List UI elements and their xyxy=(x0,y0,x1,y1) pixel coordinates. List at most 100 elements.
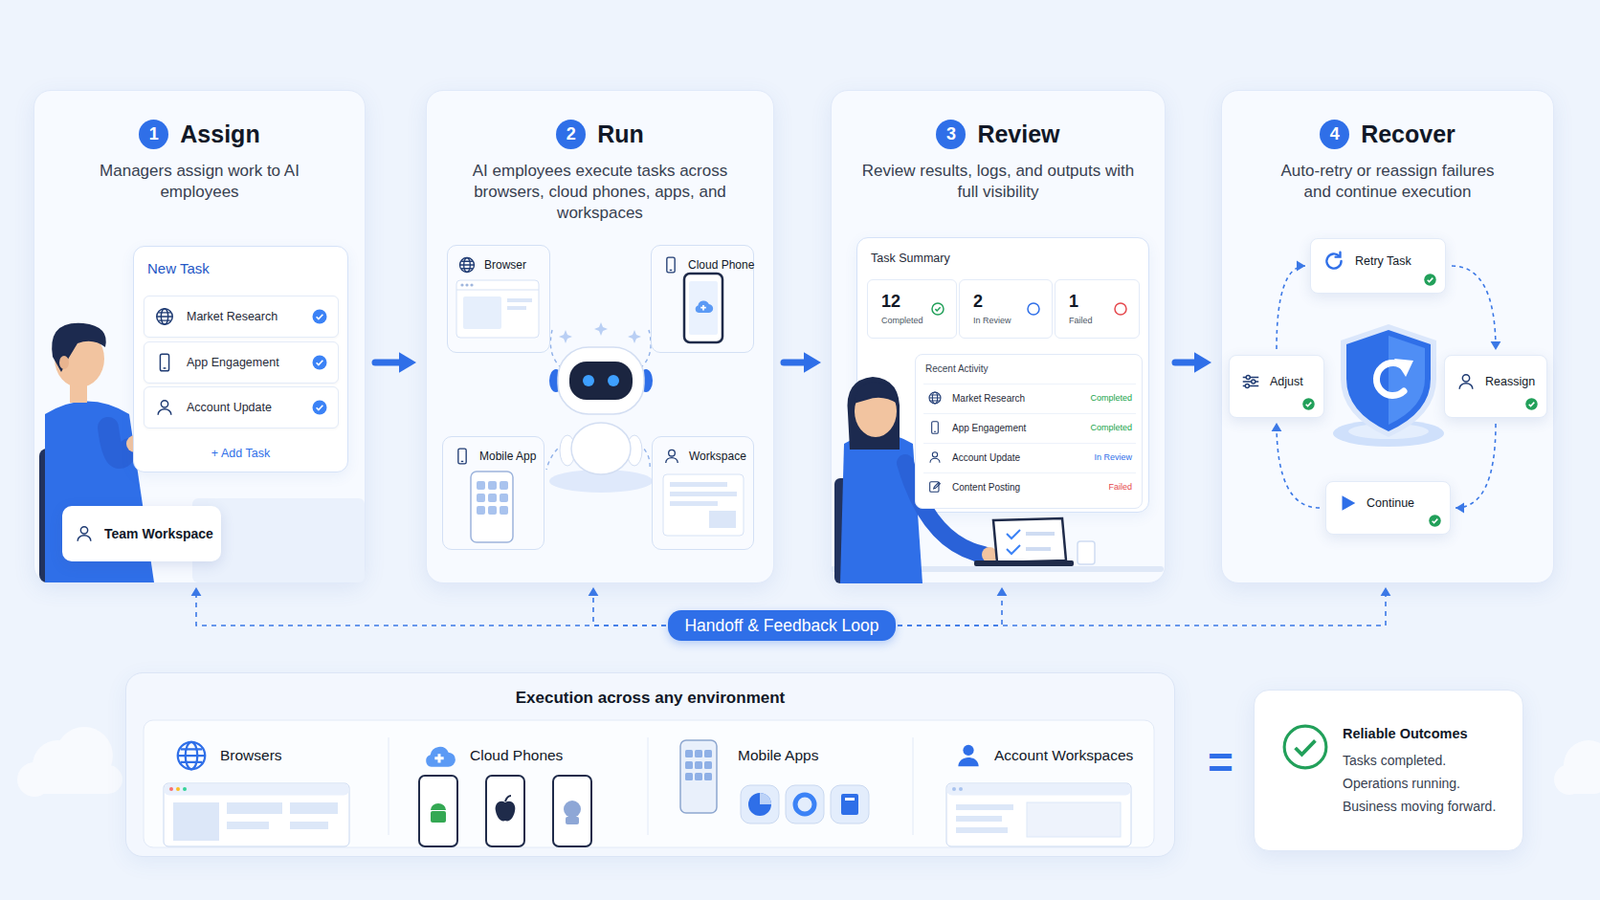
rt-text: Market Research xyxy=(186,310,278,324)
connector xyxy=(375,352,417,374)
activity-row: Market ResearchCompleted xyxy=(923,383,1136,412)
icon xyxy=(927,390,943,406)
recovery-card: Retry Task xyxy=(1310,238,1446,294)
icon xyxy=(1024,300,1043,318)
sl-text: Completed xyxy=(881,315,956,326)
rc-text: Cloud Phone xyxy=(688,255,755,275)
sl-text: Failed xyxy=(1068,315,1139,326)
icon xyxy=(420,736,459,776)
psub-text: Managers assign work to AI employees xyxy=(96,160,303,203)
psub-text: Review results, logs, and outputs with f… xyxy=(859,160,1137,203)
rc-text: Mobile App xyxy=(479,446,536,467)
connector-line xyxy=(1276,266,1306,350)
psub-text: Auto-retry or reassign failures and cont… xyxy=(1266,160,1511,203)
activity-row: Content Posting Failed xyxy=(923,472,1136,501)
connector xyxy=(897,587,1007,626)
an-text: Content Posting xyxy=(952,482,1021,493)
psub-text: AI employees execute tasks across browse… xyxy=(464,160,737,224)
icon xyxy=(929,300,947,318)
icon xyxy=(311,354,329,372)
loop-pill: Handoff & Feedback Loop xyxy=(667,610,896,642)
icon xyxy=(1427,513,1443,529)
num-text: 4 xyxy=(1319,119,1350,150)
an-text: App Engagement xyxy=(952,422,1026,434)
arrowhead xyxy=(1296,261,1306,272)
sn-text: 1 xyxy=(1068,291,1139,312)
recovery-card: Adjust xyxy=(1228,355,1325,419)
arrowhead xyxy=(588,587,600,597)
add-text: + Add Task xyxy=(211,446,270,461)
panel-header: 1 Assign xyxy=(138,119,260,150)
connector-line xyxy=(1276,422,1320,509)
sn-text: 12 xyxy=(881,291,956,312)
activity-row: Account UpdateIn Review xyxy=(923,443,1136,471)
ast-text: Completed xyxy=(1089,422,1133,433)
rc-text: Browser xyxy=(484,255,527,275)
icon xyxy=(1111,300,1130,318)
arrowhead xyxy=(803,352,822,374)
es-text: Mobile Apps xyxy=(737,747,819,765)
activity-list: Recent ActivityMarket ResearchCompletedA… xyxy=(914,354,1143,510)
ctitle-text: New Task xyxy=(147,260,334,277)
ph-text: Run xyxy=(597,120,645,149)
environment-band: Execution across any environmentBrowsers… xyxy=(125,672,1176,858)
rt-text: Account Update xyxy=(186,400,272,415)
ast-text: Failed xyxy=(1108,482,1133,492)
arrowhead xyxy=(399,352,417,374)
task-row: App Engagement xyxy=(143,341,339,384)
connector xyxy=(1175,352,1212,374)
recovery-card: Reassign xyxy=(1444,355,1548,419)
ph-text: Review xyxy=(977,120,1060,149)
environment-item: Mobile Apps xyxy=(737,737,901,775)
environment-card: Cloud Phone xyxy=(650,244,755,354)
stat-box: 12Completed xyxy=(866,279,957,339)
sn-text: 2 xyxy=(973,291,1052,312)
arrowhead xyxy=(1490,341,1502,351)
an-text: Account Update xyxy=(952,452,1021,464)
es-text: Cloud Phones xyxy=(469,747,563,765)
summary-card: Task Summary12Completed2In Review1Failed… xyxy=(856,237,1150,513)
at-text: Recent Activity xyxy=(925,363,1133,375)
rt-text: App Engagement xyxy=(186,355,280,370)
environment-item: Browsers xyxy=(174,737,366,775)
panel-header: 2Run xyxy=(555,119,645,150)
icon xyxy=(452,446,472,467)
connector-line xyxy=(593,589,667,626)
connector xyxy=(783,352,822,374)
icon xyxy=(174,738,209,774)
icon xyxy=(1455,371,1477,393)
outcome-card: Reliable OutcomesTasks completed. Operat… xyxy=(1253,689,1524,852)
arrowhead xyxy=(1380,587,1392,597)
bt-text: Team Workspace xyxy=(104,526,214,542)
rl-text: Retry Task xyxy=(1355,254,1412,268)
icon xyxy=(927,420,943,436)
connector-line xyxy=(1455,423,1496,509)
et-text: Execution across any environment xyxy=(515,688,786,709)
pt-text: Handoff & Feedback Loop xyxy=(684,616,879,637)
es-text: Account Workspaces xyxy=(994,747,1134,765)
task-card: New Task + Add Task Market ResearchApp Eng… xyxy=(133,245,349,473)
sl-text: In Review xyxy=(973,315,1052,326)
icon xyxy=(154,397,176,419)
connector-line xyxy=(897,589,1386,626)
icon xyxy=(662,446,682,467)
num-text: 1 xyxy=(138,119,169,150)
panel-header: 3Review xyxy=(935,119,1060,150)
task-row: Market Research xyxy=(143,295,339,338)
icon xyxy=(1301,397,1316,412)
icon xyxy=(1240,371,1262,393)
icon xyxy=(661,255,681,275)
stat-box: 1Failed xyxy=(1054,279,1140,339)
icon xyxy=(73,523,95,545)
icon xyxy=(154,352,176,374)
connector xyxy=(191,587,667,626)
equals-sign: = xyxy=(1207,740,1234,785)
icon xyxy=(311,399,329,417)
ob-text: Tasks completed. Operations running. Bus… xyxy=(1342,749,1511,819)
rl-text: Continue xyxy=(1366,496,1415,511)
ph-text: Assign xyxy=(179,120,260,149)
connector xyxy=(1271,422,1320,509)
stat-box: 2 In Review xyxy=(958,279,1053,339)
connector xyxy=(897,587,1391,626)
